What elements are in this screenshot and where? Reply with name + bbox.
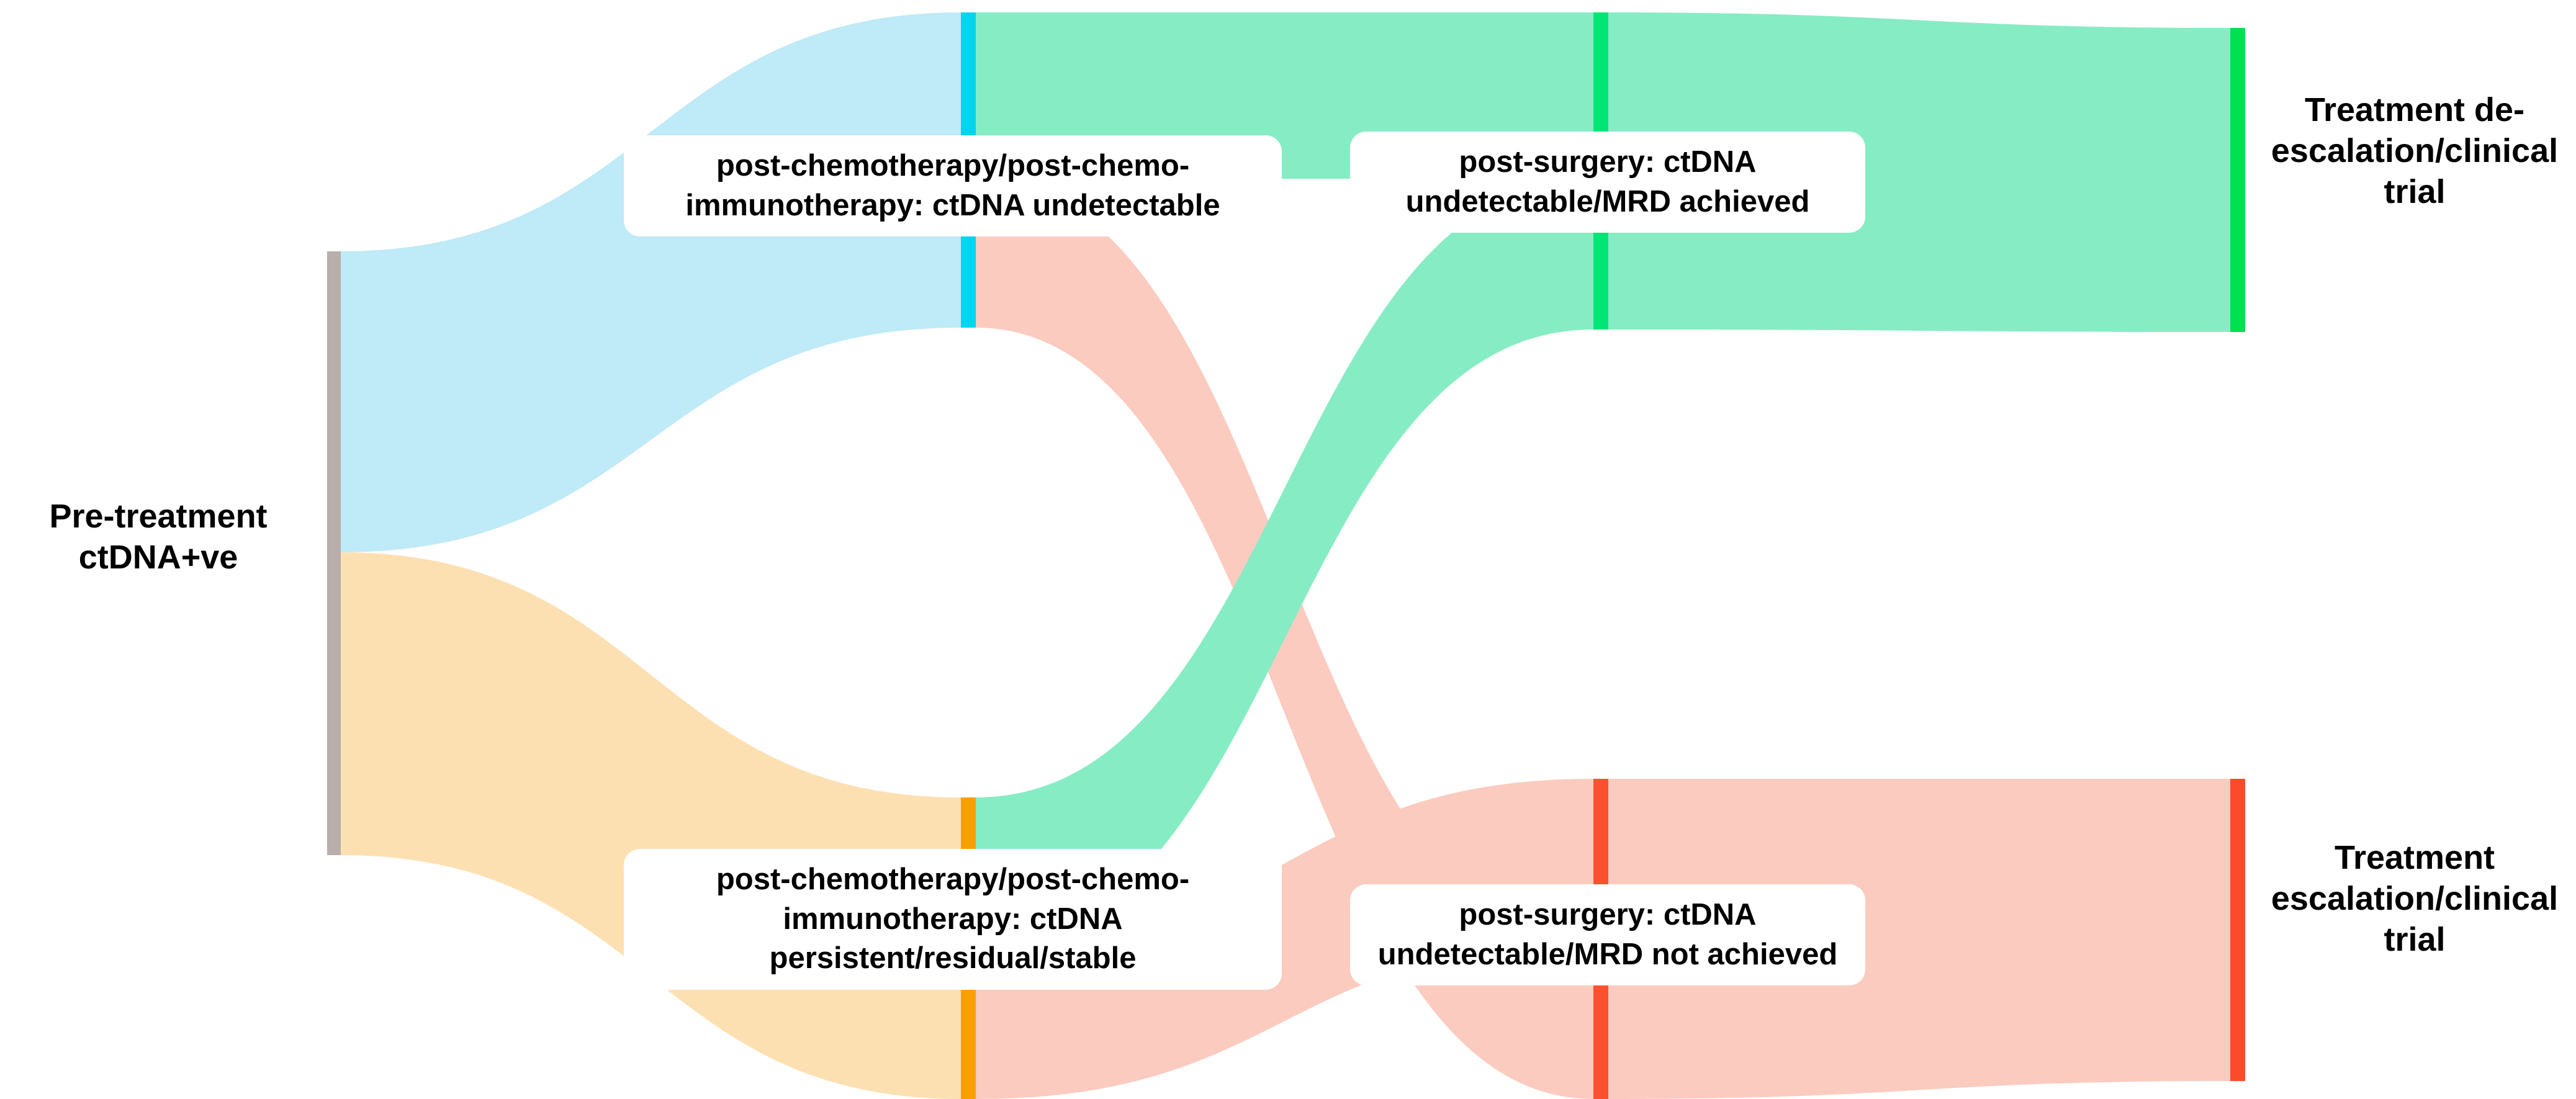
node-label-post-chemo-ctdna-persistent: post-chemotherapy/post-chemo- immunother… <box>624 849 1282 990</box>
sankey-link-chemo-persistent-to-mrd-achieved[interactable] <box>976 179 1593 948</box>
node-label-post-chemo-ctdna-undetectable: post-chemotherapy/post-chemo- immunother… <box>624 135 1282 237</box>
node-label-treatment-de-escalation: Treatment de- escalation/clinical trial <box>2271 91 2559 210</box>
node-label-post-surgery-mrd-achieved: post-surgery: ctDNA undetectable/MRD ach… <box>1350 132 1865 233</box>
sankey-link-pre-to-chemo-undetectable[interactable] <box>341 12 961 552</box>
node-label-treatment-escalation: Treatment escalation/clinical trial <box>2271 839 2559 958</box>
sankey-node-deescalation[interactable] <box>2230 28 2245 332</box>
node-label-pretreatment: Pre-treatment ctDNA+ve <box>49 498 268 576</box>
node-label-post-surgery-mrd-not-achieved: post-surgery: ctDNA undetectable/MRD not… <box>1350 884 1865 986</box>
sankey-link-chemo-persistent-to-mrd-not-achieved[interactable] <box>976 779 1593 1099</box>
sankey-link-pre-to-chemo-persistent[interactable] <box>341 552 961 1099</box>
sankey-link-mrd-not-achieved-to-escalation[interactable] <box>1608 779 2230 1099</box>
sankey-nodes-layer <box>327 12 2245 1099</box>
sankey-link-mrd-achieved-to-deescalation[interactable] <box>1608 12 2230 332</box>
sankey-node-pretreatment[interactable] <box>327 251 341 855</box>
sankey-node-escalation[interactable] <box>2230 779 2245 1081</box>
sankey-links-layer <box>341 12 2230 1099</box>
